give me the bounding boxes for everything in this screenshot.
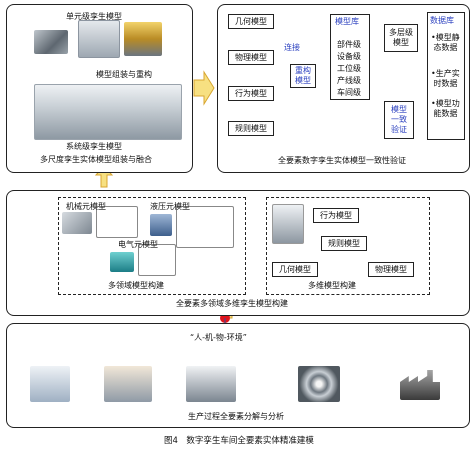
database-item-text: •模型功 bbox=[431, 99, 460, 108]
physics-model-box-mid: 物理模型 bbox=[368, 262, 414, 277]
rebuild-model-box: 重构 模型 bbox=[290, 64, 316, 88]
database-item: •生产实 时数据 bbox=[431, 69, 463, 89]
connect-label: 连接 bbox=[284, 43, 300, 52]
database-item-text: 能数据 bbox=[431, 109, 458, 118]
geometry-model-box: 几何模型 bbox=[228, 14, 274, 29]
database-item-text: •模型静 bbox=[431, 33, 460, 42]
mech-label: 机械元模型 bbox=[66, 202, 106, 211]
model-library-item: 设备级 bbox=[337, 52, 361, 61]
element-analysis-caption: 生产过程全要素分解与分析 bbox=[188, 412, 284, 421]
database-item-text: 态数据 bbox=[431, 43, 458, 52]
consistency-line2: 一致 bbox=[391, 115, 407, 124]
rule-model-box-mid: 规则模型 bbox=[321, 236, 367, 251]
consistency-check-box: 模型 一致 验证 bbox=[384, 101, 414, 139]
multi-domain-caption: 全要素多领域多维孪生模型构建 bbox=[176, 299, 288, 308]
hydraulic-image bbox=[150, 214, 172, 236]
consistency-line1: 模型 bbox=[391, 105, 407, 114]
behavior-model-box: 行为模型 bbox=[228, 86, 274, 101]
behavior-model-box-mid: 行为模型 bbox=[313, 208, 359, 223]
multilayer-model-box: 多层级 模型 bbox=[384, 24, 418, 52]
electric-label: 电气元模型 bbox=[118, 240, 158, 249]
physics-model-box: 物理模型 bbox=[228, 50, 274, 65]
production-line-image bbox=[34, 84, 182, 140]
mech-image bbox=[62, 212, 92, 234]
hydraulic-label: 液压元模型 bbox=[150, 202, 190, 211]
database-item-text: •生产实 bbox=[431, 69, 460, 78]
system-model-label: 系统级孪生模型 bbox=[66, 142, 122, 151]
rule-model-box: 规则模型 bbox=[228, 121, 274, 136]
model-library-item: 车间级 bbox=[337, 88, 361, 97]
multi-dim-label: 多维模型构建 bbox=[308, 281, 356, 290]
multilayer-line2: 模型 bbox=[393, 38, 409, 47]
model-library-item: 工位级 bbox=[337, 64, 361, 73]
fusion-label: 多尺度孪生实体模型组装与融合 bbox=[40, 155, 152, 164]
mech-diagram-image bbox=[96, 206, 138, 238]
model-library-item: 产线级 bbox=[337, 76, 361, 85]
electric-diagram-image bbox=[138, 244, 176, 276]
database-item: •模型静 态数据 bbox=[431, 33, 463, 53]
robot-cell-image bbox=[124, 22, 162, 56]
model-library-box: 模型库 部件级 设备级 工位级 产线级 车间级 bbox=[330, 14, 370, 100]
model-library-title: 模型库 bbox=[335, 17, 359, 26]
rebuild-model-line1: 重构 bbox=[295, 66, 311, 75]
cnc-lathe-image bbox=[186, 366, 236, 402]
rebuild-model-line2: 模型 bbox=[295, 76, 311, 85]
multilayer-line1: 多层级 bbox=[389, 28, 413, 37]
right-block-arrow bbox=[193, 70, 215, 106]
model-library-item: 部件级 bbox=[337, 40, 361, 49]
bearings-image bbox=[298, 366, 340, 402]
multi-domain-label: 多领域模型构建 bbox=[108, 281, 164, 290]
electric-image bbox=[110, 252, 134, 272]
hydraulic-diagram-image bbox=[176, 206, 234, 248]
engine-part-image bbox=[34, 30, 68, 54]
database-item: •模型功 能数据 bbox=[431, 99, 463, 119]
operator-image bbox=[104, 366, 152, 402]
assembly-label: 模型组装与重构 bbox=[96, 70, 152, 79]
hmm-label: “人-机-物-环境” bbox=[190, 333, 247, 342]
unit-model-label: 单元级孪生模型 bbox=[66, 12, 122, 21]
database-title: 数据库 bbox=[430, 16, 454, 25]
consistency-caption: 全要素数字孪生实体模型一致性验证 bbox=[278, 156, 406, 165]
figure-caption: 图4 数字孪生车间全要素实体精准建模 bbox=[164, 436, 314, 446]
geometry-model-box-mid: 几何模型 bbox=[272, 262, 318, 277]
consistency-line3: 验证 bbox=[391, 125, 407, 134]
lathe-image bbox=[272, 204, 304, 244]
cnc-machine-image bbox=[78, 20, 120, 58]
element-analysis-panel bbox=[6, 323, 470, 428]
database-item-text: 时数据 bbox=[431, 79, 458, 88]
database-box: 数据库 •模型静 态数据 •生产实 时数据 •模型功 能数据 bbox=[427, 12, 465, 140]
worker-image bbox=[30, 366, 70, 402]
